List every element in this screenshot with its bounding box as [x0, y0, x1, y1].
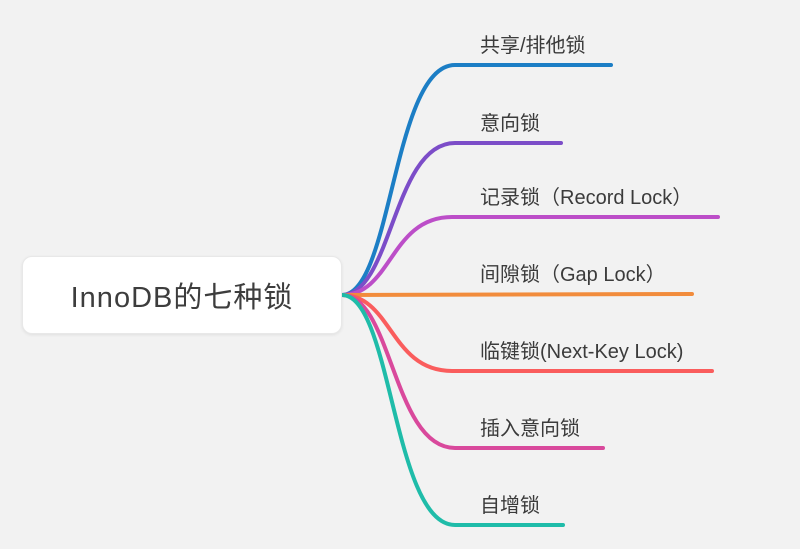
branch-connector-1 — [340, 141, 563, 297]
branch-connector-4 — [340, 293, 714, 373]
branch-connector-2 — [340, 215, 720, 297]
branch-topic-label-4[interactable]: 临键锁(Next-Key Lock) — [480, 341, 684, 363]
branch-topic-label-2[interactable]: 记录锁（Record Lock） — [480, 187, 693, 209]
branch-topic-label-5[interactable]: 插入意向锁 — [480, 418, 580, 440]
branch-topic-label-0[interactable]: 共享/排他锁 — [480, 35, 586, 57]
branch-topic-label-1[interactable]: 意向锁 — [480, 113, 540, 135]
root-topic-node[interactable]: InnoDB的七种锁 — [22, 256, 342, 334]
branch-connector-3 — [340, 292, 694, 297]
branch-topic-label-6[interactable]: 自增锁 — [480, 495, 540, 517]
branch-topic-label-3[interactable]: 间隙锁（Gap Lock） — [480, 264, 666, 286]
branch-connector-6 — [340, 293, 565, 527]
branch-connector-0 — [340, 63, 613, 297]
root-topic-label: InnoDB的七种锁 — [70, 282, 294, 314]
branch-connector-5 — [340, 293, 605, 450]
